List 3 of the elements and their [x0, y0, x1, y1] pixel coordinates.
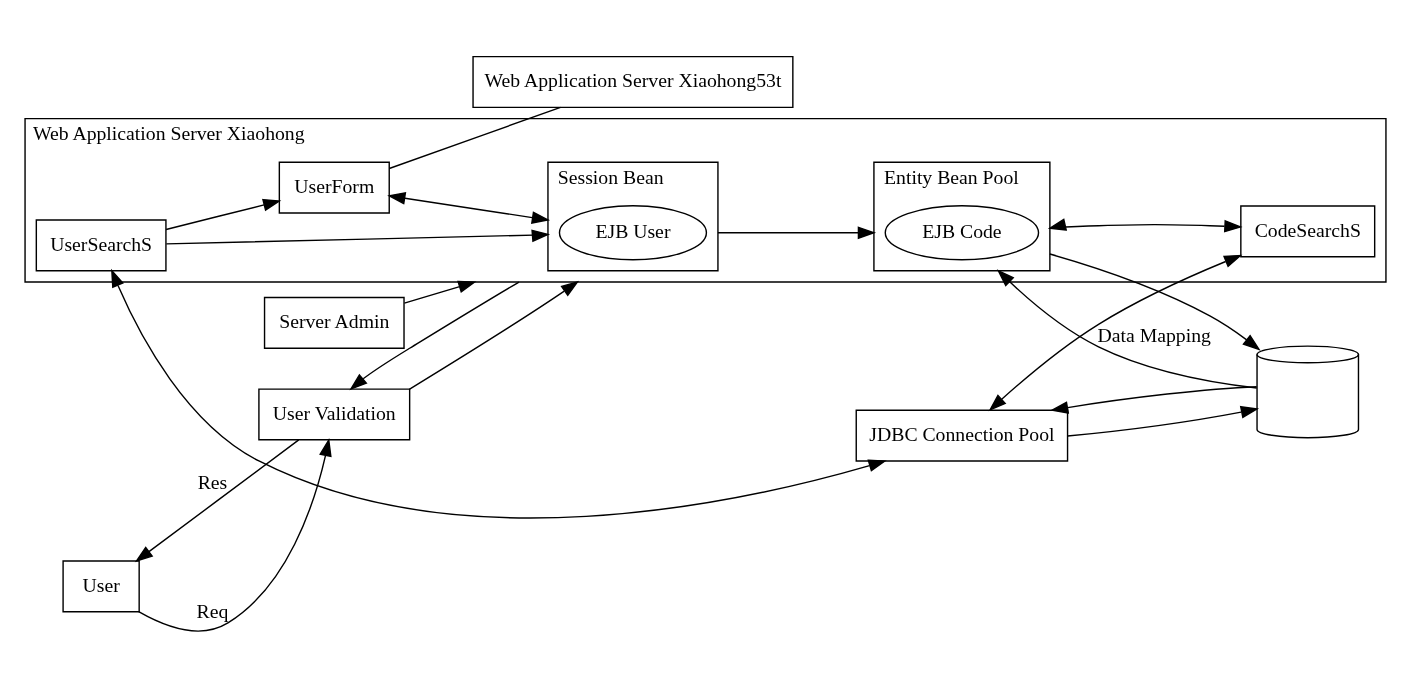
edge-label: Res: [197, 471, 228, 494]
edge-label: Req: [196, 599, 229, 622]
edge-label: Data Mapping: [1097, 323, 1211, 346]
